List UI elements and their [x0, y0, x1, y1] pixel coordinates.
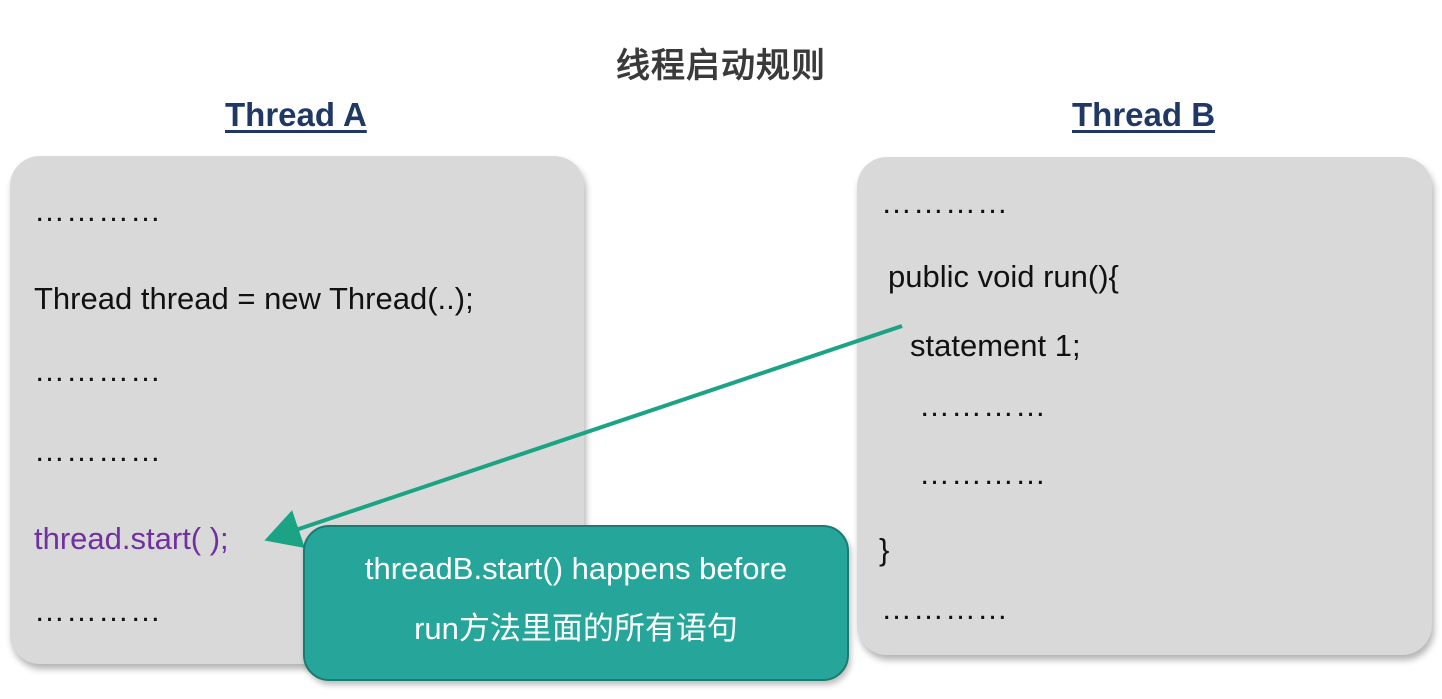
thread-a-ellipsis-4: …………	[34, 593, 162, 628]
thread-b-ellipsis-4: …………	[881, 591, 1009, 626]
thread-b-ellipsis-3: …………	[919, 456, 1047, 491]
thread-b-heading: Thread B	[1072, 96, 1216, 133]
callout-line-2: run方法里面的所有语句	[414, 611, 738, 646]
thread-a-create-statement: Thread thread = new Thread(..);	[34, 281, 474, 316]
thread-b-ellipsis-2: …………	[919, 388, 1047, 423]
thread-a-ellipsis-1: …………	[34, 193, 162, 228]
thread-b-run-signature: public void run(){	[888, 259, 1119, 294]
callout-line-1: threadB.start() happens before	[364, 551, 788, 586]
thread-a-ellipsis-2: …………	[34, 353, 162, 388]
thread-b-closing-brace: }	[879, 532, 890, 567]
diagram-title: 线程启动规则	[616, 46, 826, 86]
thread-a-heading: Thread A	[225, 96, 367, 133]
thread-b-panel	[857, 157, 1432, 655]
thread-a-ellipsis-3: …………	[34, 433, 162, 468]
happens-before-callout: threadB.start() happens before run方法里面的所…	[303, 525, 849, 681]
thread-b-ellipsis-1: …………	[881, 185, 1009, 220]
thread-a-start-statement: thread.start( );	[34, 521, 229, 556]
thread-b-statement-1: statement 1;	[910, 328, 1081, 363]
